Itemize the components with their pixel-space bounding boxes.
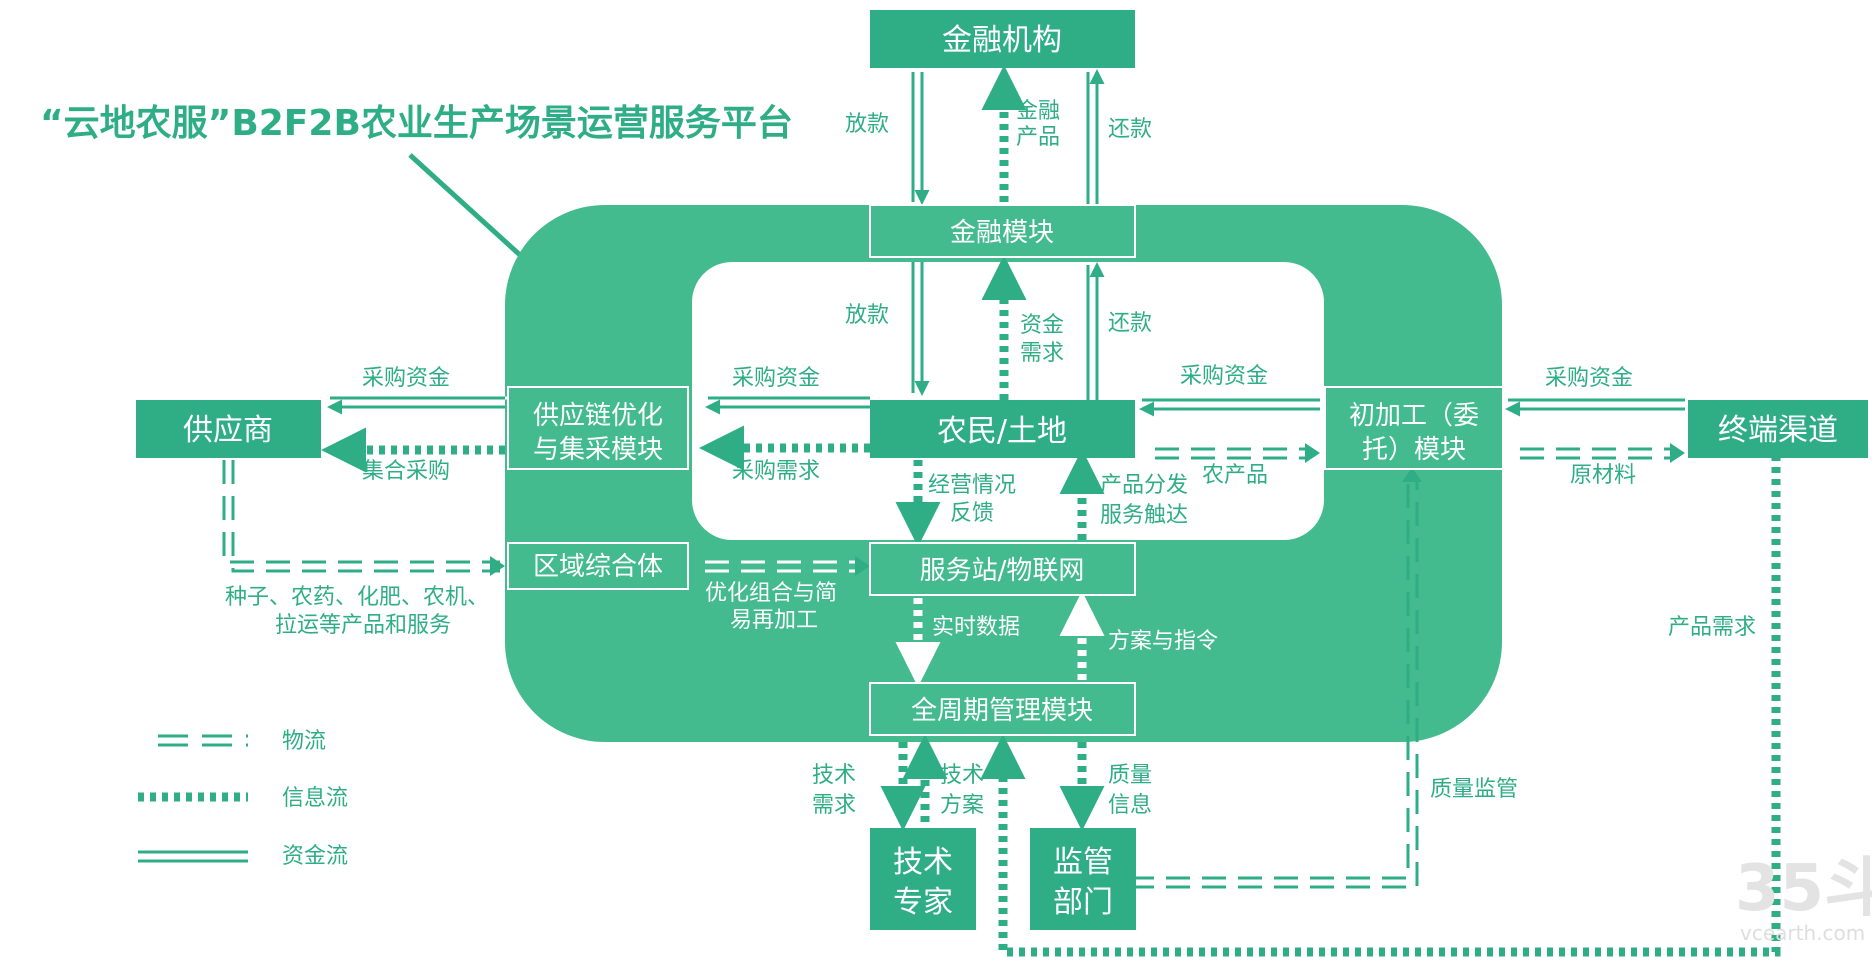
- logistics-arrow-terminal: [1670, 443, 1685, 463]
- label-tech-demand-l1: 技术: [812, 763, 856, 788]
- logistics-arrow-quality: [1402, 467, 1422, 482]
- legend-logistics-label: 物流: [282, 729, 326, 754]
- processing-text-l1: 初加工（委: [1349, 401, 1479, 431]
- service-station-text: 服务站/物联网: [920, 556, 1085, 586]
- legend-information-label: 信息流: [282, 786, 348, 811]
- terminal-channel-box: [1688, 400, 1868, 458]
- watermark-logo: 35斗: [1735, 852, 1872, 926]
- label-purchase-fund-processing: 采购资金: [1180, 364, 1268, 389]
- logistics-flow-regulator-processing: [1130, 480, 1419, 889]
- capital-flow-purchase-supplier: [327, 396, 510, 415]
- label-fin-product-l1: 金融: [1016, 99, 1060, 124]
- regulator-box: [1030, 828, 1136, 930]
- capital-flow-purchase-farmer: [705, 396, 870, 415]
- supply-chain-text-l2: 与集采模块: [533, 435, 663, 465]
- label-purchase-fund-farmer: 采购资金: [732, 366, 820, 391]
- farmer-land-text: 农民/土地: [937, 414, 1067, 449]
- label-purchase-fund-terminal: 采购资金: [1545, 366, 1633, 391]
- regulator-text-l1: 监管: [1053, 845, 1113, 880]
- label-quality-supervision: 质量监管: [1430, 777, 1518, 802]
- processing-text-l2: 托）模块: [1362, 435, 1466, 465]
- label-operation-feedback-l2: 反馈: [950, 501, 994, 526]
- supplier-text: 供应商: [183, 413, 273, 448]
- label-fund-demand-l2: 需求: [1020, 341, 1064, 366]
- logistics-arrow-regional: [490, 556, 505, 576]
- label-quality-info-l1: 质量: [1108, 763, 1152, 788]
- label-raw-materials: 原材料: [1570, 463, 1636, 488]
- title-pointer-line: [408, 153, 522, 257]
- regional-complex-text: 区域综合体: [533, 552, 663, 582]
- label-loan-top: 放款: [845, 112, 889, 137]
- logistics-flow-regional-service: [705, 560, 860, 573]
- label-plan-instruction: 方案与指令: [1108, 629, 1218, 654]
- lifecycle-module-text: 全周期管理模块: [911, 696, 1093, 726]
- label-seeds-l2: 拉运等产品和服务: [275, 613, 451, 638]
- logistics-arrow-service: [855, 556, 870, 576]
- supplier-box: [136, 400, 321, 458]
- diagram-title: “云地农服”B2F2B农业生产场景运营服务平台: [40, 103, 793, 144]
- label-product-demand: 产品需求: [1668, 615, 1756, 640]
- capital-flow-loan-top: [911, 72, 930, 205]
- capital-flow-repay-top: [1086, 69, 1105, 205]
- capital-flow-loan-inner: [911, 262, 930, 396]
- supply-chain-box: [507, 386, 689, 470]
- label-fund-demand-l1: 资金: [1020, 313, 1064, 338]
- regional-complex-box: [507, 542, 689, 590]
- legend-capital-label: 资金流: [282, 844, 348, 869]
- service-station-box: [869, 542, 1136, 596]
- finance-module-text: 金融模块: [950, 218, 1054, 248]
- farmer-land-box: [870, 400, 1135, 458]
- capital-flow-purchase-processing: [1139, 398, 1320, 417]
- financial-institution-text: 金融机构: [942, 23, 1062, 58]
- capital-flow-purchase-terminal: [1505, 398, 1685, 417]
- label-product-dist-l1: 产品分发: [1100, 473, 1188, 498]
- capital-flow-repay-inner: [1086, 262, 1105, 400]
- label-group-purchase: 集合采购: [362, 459, 450, 484]
- tech-expert-text-l2: 专家: [893, 885, 953, 920]
- logistics-flow-supplier-regional: [222, 460, 500, 573]
- lifecycle-module-box: [869, 682, 1136, 736]
- label-agri-products: 农产品: [1202, 463, 1268, 488]
- label-operation-feedback-l1: 经营情况: [928, 473, 1016, 498]
- label-tech-solution-l1: 技术: [940, 763, 984, 788]
- label-product-dist-l2: 服务触达: [1100, 503, 1188, 528]
- tech-expert-box: [870, 828, 976, 930]
- legend-capital-swatch: [138, 850, 248, 863]
- logistics-flow-processing-terminal: [1520, 447, 1672, 460]
- terminal-channel-text: 终端渠道: [1718, 413, 1838, 448]
- label-repay-inner: 还款: [1108, 311, 1152, 336]
- label-purchase-fund-supplier: 采购资金: [362, 366, 450, 391]
- supply-chain-text-l1: 供应链优化: [533, 401, 663, 431]
- label-repay-top: 还款: [1108, 117, 1152, 142]
- label-realtime-data: 实时数据: [932, 615, 1020, 640]
- regulator-text-l2: 部门: [1053, 885, 1113, 920]
- logistics-arrow-processing: [1305, 443, 1320, 463]
- financial-institution-box: [870, 10, 1135, 68]
- finance-module-box: [869, 204, 1136, 258]
- label-quality-info-l2: 信息: [1108, 793, 1152, 818]
- label-fin-product-l2: 产品: [1016, 125, 1060, 150]
- logistics-flow-farmer-processing: [1155, 447, 1308, 460]
- label-tech-solution-l2: 方案: [940, 793, 984, 818]
- label-seeds-l1: 种子、农药、化肥、农机、: [225, 585, 489, 610]
- label-purchase-demand: 采购需求: [732, 459, 820, 484]
- legend: 物流 信息流 资金流: [138, 729, 348, 869]
- label-optimize-l2: 易再加工: [730, 608, 818, 633]
- label-loan-inner: 放款: [845, 303, 889, 328]
- label-tech-demand-l2: 需求: [812, 793, 856, 818]
- label-optimize-l1: 优化组合与简: [705, 581, 837, 606]
- watermark-url: vcearth.com: [1740, 921, 1865, 945]
- processing-box: [1324, 386, 1504, 470]
- legend-logistics-swatch: [158, 734, 248, 747]
- tech-expert-text-l1: 技术: [893, 845, 953, 880]
